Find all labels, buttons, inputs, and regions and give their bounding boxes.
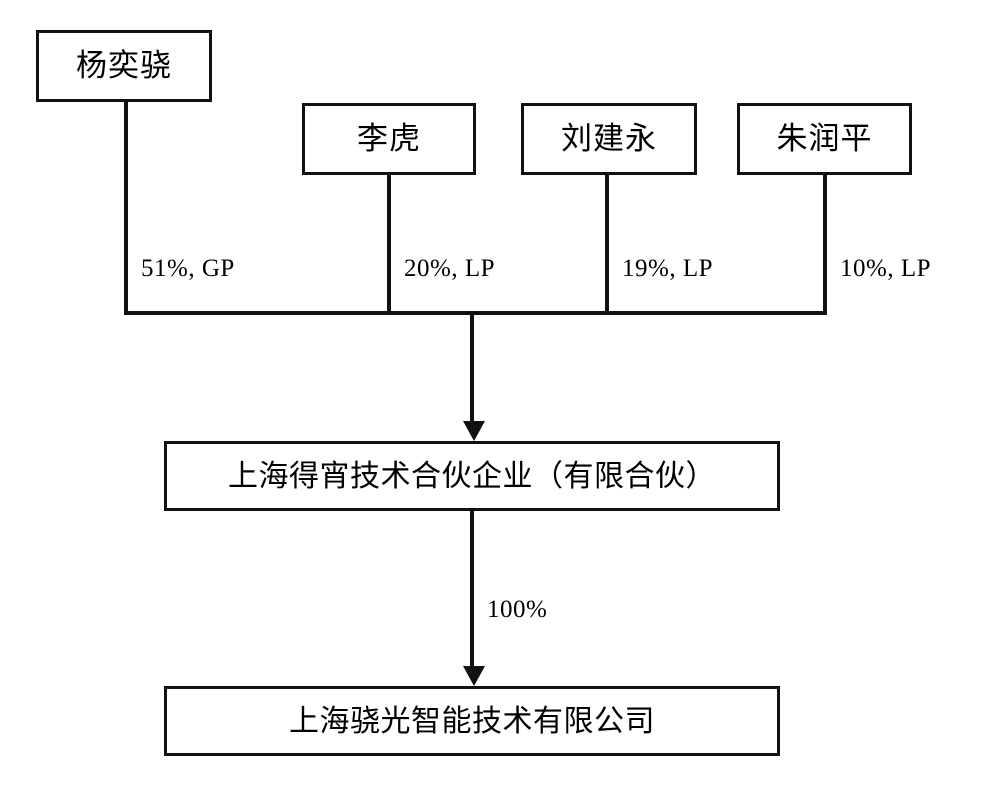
connector-bus-horizontal — [124, 311, 827, 315]
connector-drop-shareholder-1 — [124, 100, 128, 315]
shareholder-box-2: 李虎 — [302, 103, 476, 175]
stake-label-company: 100% — [487, 596, 548, 623]
shareholder-name-4: 朱润平 — [776, 120, 873, 156]
stake-label-shareholder-1: 51%, GP — [141, 255, 235, 282]
shareholder-box-4: 朱润平 — [737, 103, 912, 175]
shareholder-box-1: 杨奕骁 — [36, 30, 212, 102]
stake-label-shareholder-2: 20%, LP — [404, 255, 495, 282]
shareholder-name-3: 刘建永 — [561, 120, 657, 156]
connector-partnership-to-company — [470, 511, 474, 668]
connector-drop-shareholder-4 — [823, 173, 827, 315]
connector-drop-shareholder-3 — [605, 173, 609, 315]
company-entity-name: 上海骁光智能技术有限公司 — [289, 704, 655, 738]
shareholder-box-3: 刘建永 — [521, 103, 697, 175]
connector-drop-shareholder-2 — [387, 173, 391, 315]
partnership-entity-box: 上海得宵技术合伙企业（有限合伙） — [164, 441, 780, 511]
shareholder-name-1: 杨奕骁 — [76, 47, 172, 83]
partnership-entity-name: 上海得宵技术合伙企业（有限合伙） — [228, 459, 716, 493]
connector-bus-to-partnership — [470, 311, 474, 423]
shareholder-name-2: 李虎 — [357, 120, 421, 156]
arrow-down-icon-partnership — [463, 421, 485, 441]
company-entity-box: 上海骁光智能技术有限公司 — [164, 686, 780, 756]
stake-label-shareholder-3: 19%, LP — [622, 255, 713, 282]
arrow-down-icon-company — [463, 666, 485, 686]
stake-label-shareholder-4: 10%, LP — [840, 255, 931, 282]
